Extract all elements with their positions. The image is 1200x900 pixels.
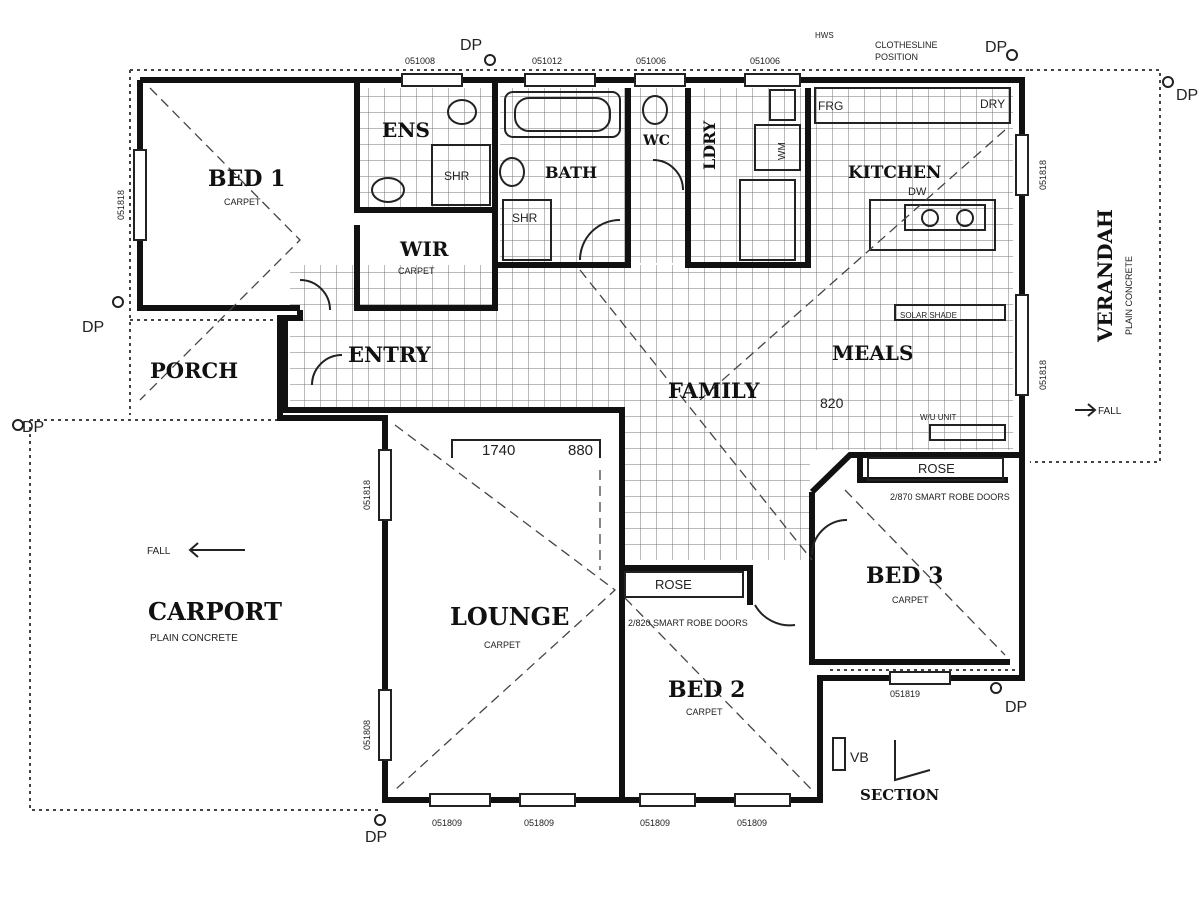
label-meals: MEALS (832, 341, 913, 365)
window-code: 051012 (532, 56, 562, 66)
window-code: 051809 (737, 818, 767, 828)
dp-top-right: DP (985, 39, 1007, 56)
window-code: 051818 (1038, 360, 1048, 390)
finish-carport: PLAIN CONCRETE (150, 633, 238, 644)
window-code: 051006 (750, 56, 780, 66)
label-wc: WC (642, 133, 670, 149)
room-labels: BED 1 CARPET ENS BATH WC LDRY KITCHEN WI… (148, 118, 1134, 717)
dim-1740: 1740 (482, 442, 515, 459)
dp-bottom-right: DP (1005, 699, 1027, 716)
window-codes: 051008 051012 051006 051006 051818 05181… (116, 56, 1048, 828)
window-code: 051819 (890, 689, 920, 699)
shr-bath: SHR (512, 211, 538, 225)
shr-ens: SHR (444, 169, 470, 183)
window-code: 051809 (432, 818, 462, 828)
window-code: 051006 (636, 56, 666, 66)
window-code: 051818 (362, 480, 372, 510)
robe-bed3: ROSE (918, 461, 955, 476)
window-code: 051809 (640, 818, 670, 828)
window-code: 051008 (405, 56, 435, 66)
tiled-floor (290, 88, 1013, 560)
dp-bottom-left: DP (365, 829, 387, 846)
finish-lounge: CARPET (484, 640, 521, 650)
finish-bed2: CARPET (686, 707, 723, 717)
fall-verandah: FALL (1098, 406, 1122, 417)
dp-top-left: DP (460, 37, 482, 54)
label-lounge: LOUNGE (450, 602, 569, 631)
label-family: FAMILY (668, 378, 760, 403)
dashed-diagonals (139, 87, 1006, 791)
fixture-labels: SHR SHR FRG DRY DW WM ROSE ROSE 2/870 SM… (444, 31, 1010, 765)
label-bed1: BED 1 (208, 166, 285, 192)
label-bed2: BED 2 (668, 677, 745, 703)
hws-label: HWS (815, 31, 834, 40)
dp-right: DP (1176, 87, 1198, 104)
label-verandah: VERANDAH (1093, 209, 1117, 343)
window-code: 051818 (116, 190, 126, 220)
window-code: 051809 (524, 818, 554, 828)
dry: DRY (980, 97, 1005, 111)
fixtures-geometry (188, 87, 1097, 782)
frg: FRG (818, 99, 843, 113)
robe-doors-bed2: 2/820 SMART ROBE DOORS (628, 618, 748, 628)
label-kitchen: KITCHEN (848, 163, 941, 183)
finish-bed3: CARPET (892, 595, 929, 605)
fall-carport: FALL (147, 546, 171, 557)
position-label: POSITION (875, 52, 918, 62)
vb-label: VB (850, 749, 869, 765)
label-ens: ENS (382, 118, 430, 142)
bench-label: SOLAR SHADE (900, 311, 957, 320)
label-entry: ENTRY (348, 342, 432, 367)
windows (133, 73, 1029, 807)
finish-bed1: CARPET (224, 197, 261, 207)
label-ldry: LDRY (700, 120, 719, 170)
dp-left: DP (82, 319, 104, 336)
label-bed3: BED 3 (866, 563, 943, 589)
downpipe-markers (12, 49, 1174, 826)
label-wir: WIR (399, 237, 449, 261)
section-label: SECTION (860, 786, 939, 804)
robe-bed2: ROSE (655, 577, 692, 592)
window-code: 051808 (362, 720, 372, 750)
finish-wir: CARPET (398, 266, 435, 276)
dim-880: 880 (568, 442, 593, 459)
annotations: DP DP DP DP DP DP DP FALL FALL SECTION 1… (22, 37, 1198, 846)
dim-820: 820 (820, 395, 844, 411)
wall-unit-label: W/U UNIT (920, 413, 957, 422)
walls (137, 77, 1025, 803)
label-carport: CARPORT (148, 597, 282, 626)
clothesline-label: CLOTHESLINE (875, 40, 938, 50)
finish-verandah: PLAIN CONCRETE (1124, 256, 1134, 335)
window-code: 051818 (1038, 160, 1048, 190)
label-porch: PORCH (150, 358, 238, 383)
dp-carport: DP (22, 419, 44, 436)
robe-doors-bed3: 2/870 SMART ROBE DOORS (890, 492, 1010, 502)
dw: DW (908, 186, 927, 198)
label-bath: BATH (545, 163, 597, 182)
wm: WM (777, 142, 788, 160)
